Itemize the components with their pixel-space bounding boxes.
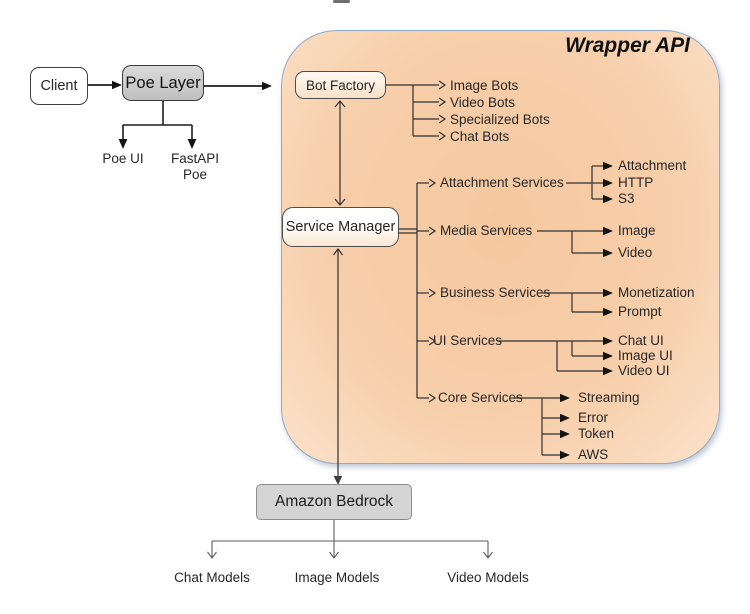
leaf-label: Token xyxy=(578,426,615,441)
arrow-client-to-poe-layer xyxy=(88,80,122,90)
ui-services-subtree xyxy=(497,336,613,376)
business-services-subtree xyxy=(543,288,613,317)
leaf-label: HTTP xyxy=(618,175,654,190)
leaf-label: Video UI xyxy=(618,363,670,378)
wrapper-api-container xyxy=(281,30,720,464)
leaf-label: Prompt xyxy=(618,304,662,319)
leaf-label: Image UI xyxy=(618,348,673,363)
leaf-label: Chat UI xyxy=(618,333,664,348)
poe-layer-node: Poe Layer xyxy=(122,65,204,101)
service-label-attachment: Attachment Services xyxy=(440,175,564,190)
bot-type-label: Specialized Bots xyxy=(450,112,550,127)
wrapper-api-title: Wrapper API xyxy=(565,34,690,57)
client-node: Client xyxy=(30,67,88,105)
service-manager-node: Service Manager xyxy=(282,207,399,247)
attachment-services-subtree xyxy=(566,161,613,204)
fastapi-poe-label: FastAPI Poe xyxy=(170,151,219,182)
leaf-label: S3 xyxy=(618,191,635,206)
service-manager-double-link xyxy=(399,228,417,234)
bot-type-label: Chat Bots xyxy=(450,129,510,144)
core-services-subtree xyxy=(513,393,570,460)
arrow-servicemanager-bedrock xyxy=(333,248,343,485)
leaf-label: Video xyxy=(618,245,653,260)
service-trunk xyxy=(416,178,437,403)
leaf-label: Image xyxy=(618,223,656,238)
service-label-business: Business Services xyxy=(440,285,551,300)
leaf-label: AWS xyxy=(578,447,609,462)
poe-layer-output-tree xyxy=(118,101,197,149)
bot-type-label: Image Bots xyxy=(450,78,519,93)
leaf-label: Streaming xyxy=(578,390,640,405)
image-models-label: Image Models xyxy=(294,570,380,585)
leaf-label: Attachment xyxy=(618,158,687,173)
amazon-bedrock-node: Amazon Bedrock xyxy=(256,484,412,520)
poe-ui-label: Poe UI xyxy=(102,151,144,166)
service-label-media: Media Services xyxy=(440,223,533,238)
bedrock-models-tree xyxy=(207,520,493,559)
arrow-poe-layer-to-wrapper xyxy=(204,81,272,91)
cropped-text-artifact xyxy=(333,0,350,3)
leaf-label: Error xyxy=(578,410,608,425)
arrow-botfactory-servicemanager xyxy=(334,100,346,206)
chat-models-label: Chat Models xyxy=(174,570,250,585)
bot-factory-node: Bot Factory xyxy=(295,71,386,99)
service-label-core: Core Services xyxy=(438,390,523,405)
bot-factory-branch-tree xyxy=(386,80,447,141)
media-services-subtree xyxy=(537,226,613,258)
service-label-ui: UI Services xyxy=(433,333,503,348)
leaf-label: Monetization xyxy=(618,285,695,300)
bot-type-label: Video Bots xyxy=(450,95,516,110)
video-models-label: Video Models xyxy=(447,570,529,585)
